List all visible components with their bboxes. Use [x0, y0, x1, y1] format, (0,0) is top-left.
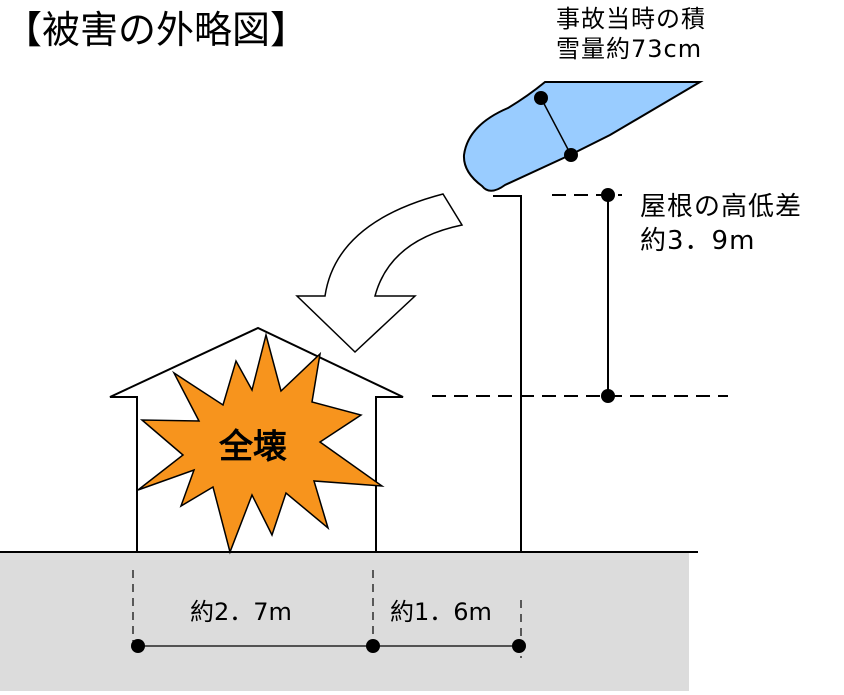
snow-depth-bottom-point [564, 148, 578, 162]
snow-depth-line [540, 97, 572, 156]
distance-point-middle [366, 639, 380, 653]
falling-snow-arrow [295, 193, 464, 354]
damaged-house [109, 326, 404, 552]
distance-point-left [131, 639, 145, 653]
snow-depth-label: 事故当時の積 雪量約73cm [556, 4, 706, 64]
height-bottom-point [601, 389, 615, 403]
height-top-point [601, 188, 615, 202]
snow-depth-label-line1: 事故当時の積 [556, 5, 706, 33]
snow-depth-top-point [534, 91, 548, 105]
diagram-title: 【被害の外略図】 [4, 8, 309, 52]
ground [0, 553, 689, 691]
damage-label: 全壊 [219, 427, 287, 467]
tall-building-wall [493, 195, 522, 552]
height-difference-label: 屋根の高低差 約3．9m [640, 190, 802, 258]
distance-label-2: 約1．6m [390, 598, 492, 626]
snow-depth-label-line2: 雪量約73cm [556, 35, 703, 63]
height-difference-label-line1: 屋根の高低差 [640, 192, 803, 222]
destruction-burst-icon [137, 332, 385, 555]
height-difference-label-line2: 約3．9m [640, 226, 756, 256]
snow-mass [462, 81, 704, 192]
distance-label-1: 約2．7m [190, 598, 292, 626]
distance-point-right [512, 639, 526, 653]
